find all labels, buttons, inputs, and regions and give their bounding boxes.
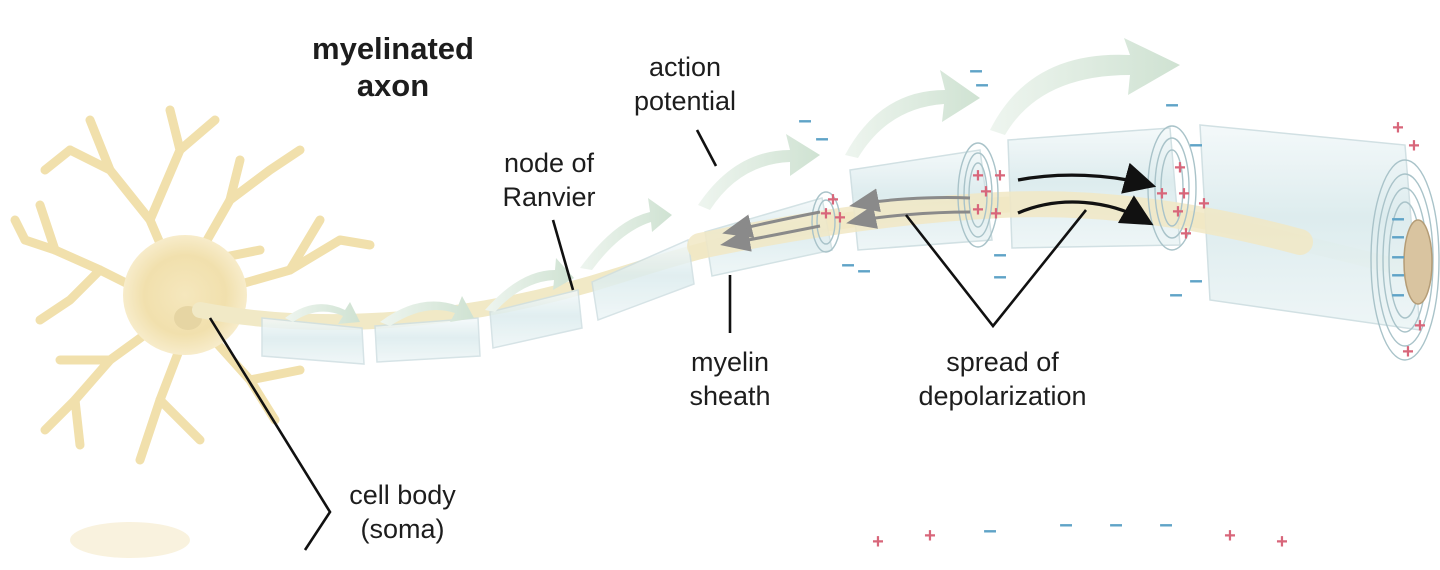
label-line: action (648, 52, 722, 82)
label-myelin-sheath: myelin sheath (660, 345, 800, 413)
positive-charge-symbol: + (1402, 341, 1414, 363)
negative-charges: ––––––––––––––––––––– (798, 57, 1404, 544)
saltatory-arrow (285, 302, 360, 324)
positive-charges: ++++++++++++++++++++++ (820, 117, 1426, 553)
label-line: node of (503, 148, 595, 178)
negative-charge-symbol: – (993, 241, 1006, 268)
leader-lines (208, 129, 1088, 551)
leader-action-potential (695, 129, 718, 167)
label-cell-body: cell body (soma) (330, 478, 475, 546)
saltatory-arrow (698, 134, 820, 210)
leader-node-of-ranvier (551, 219, 575, 291)
negative-charge-symbol: – (1059, 511, 1072, 538)
negative-charge-symbol: – (1391, 261, 1404, 288)
negative-charge-symbol: – (969, 57, 982, 84)
saltatory-arrow (845, 70, 980, 158)
label-line: spread of (946, 347, 1059, 377)
positive-charge-symbol: + (1172, 201, 1184, 223)
saltatory-arrow (380, 296, 474, 326)
positive-charge-symbol: + (994, 165, 1006, 187)
cell-body-soma (10, 105, 375, 558)
negative-charge-symbol: – (1189, 131, 1202, 158)
label-line: Ranvier (502, 182, 596, 212)
myelin-segments (261, 124, 1421, 365)
charge-symbols: ++++++++++++++++++++++ –––––––––––––––––… (798, 57, 1426, 553)
positive-charge-symbol: + (1408, 135, 1420, 157)
label-line: (soma) (360, 514, 445, 544)
negative-charge-symbol: – (1391, 205, 1404, 232)
negative-charge-symbol: – (1109, 511, 1122, 538)
saltatory-arrow (580, 198, 672, 270)
negative-charge-symbol: – (1391, 243, 1404, 270)
myelin-segment (1199, 124, 1421, 331)
positive-charge-symbol: + (972, 165, 984, 187)
positive-charge-symbol: + (990, 203, 1002, 225)
label-line: myelin (690, 347, 770, 377)
saltatory-arrow (990, 38, 1180, 135)
positive-charge-symbol: + (820, 203, 832, 225)
leader-cell-body (208, 317, 332, 551)
label-line: depolarization (918, 381, 1087, 411)
axon-cross-section (1403, 219, 1433, 305)
negative-charge-symbol: – (1169, 281, 1182, 308)
positive-charge-symbol: + (834, 207, 846, 229)
positive-charge-symbol: + (872, 531, 884, 553)
positive-charge-symbol: + (1174, 157, 1186, 179)
negative-charge-symbol: – (993, 263, 1006, 290)
label-line: sheath (689, 381, 771, 411)
myelin-segment (374, 317, 481, 363)
positive-charge-symbol: + (1276, 531, 1288, 553)
positive-charge-symbol: + (1224, 525, 1236, 547)
positive-charge-symbol: + (827, 189, 839, 211)
negative-charge-symbol: – (975, 71, 988, 98)
negative-charge-symbol: – (1159, 511, 1172, 538)
negative-charge-symbol: – (1165, 91, 1178, 118)
negative-charge-symbol: – (857, 257, 870, 284)
axon (192, 124, 1440, 365)
negative-charge-symbol: – (798, 107, 811, 134)
negative-charge-symbol: – (1391, 223, 1404, 250)
positive-charge-symbol: + (1156, 183, 1168, 205)
positive-charge-symbol: + (924, 525, 936, 547)
positive-charge-symbol: + (1178, 183, 1190, 205)
action-potential-arrows (285, 38, 1180, 326)
negative-charge-symbol: – (815, 125, 828, 152)
positive-charge-symbol: + (1180, 223, 1192, 245)
label-line: potential (633, 86, 737, 116)
label-line: cell body (349, 480, 456, 510)
local-current-arrows (720, 162, 1157, 252)
saltatory-arrow (485, 258, 574, 312)
positive-charge-symbol: + (1414, 315, 1426, 337)
label-action-potential: action potential (600, 50, 770, 118)
negative-charge-symbol: – (1391, 281, 1404, 308)
label-node-of-ranvier: node of Ranvier (474, 146, 624, 214)
title-line-2: axon (356, 68, 430, 103)
myelin-segment (591, 238, 695, 322)
dendrites (10, 105, 375, 465)
positive-charge-symbol: + (1198, 193, 1210, 215)
negative-charge-symbol: – (1189, 267, 1202, 294)
label-spread-of-depolarization: spread of depolarization (890, 345, 1115, 413)
positive-charge-symbol: + (980, 181, 992, 203)
diagram-title: myelinated axon (288, 30, 498, 104)
title-line-1: myelinated (312, 31, 474, 66)
negative-charge-symbol: – (841, 251, 854, 278)
myelin-segment (261, 317, 365, 365)
leader-spread-of-depolarization (904, 209, 1088, 329)
myelin-segment (489, 289, 583, 349)
positive-charge-symbol: + (1392, 117, 1404, 139)
sheath-end-rings (811, 125, 1440, 361)
positive-charge-symbol: + (972, 199, 984, 221)
negative-charge-symbol: – (983, 517, 996, 544)
